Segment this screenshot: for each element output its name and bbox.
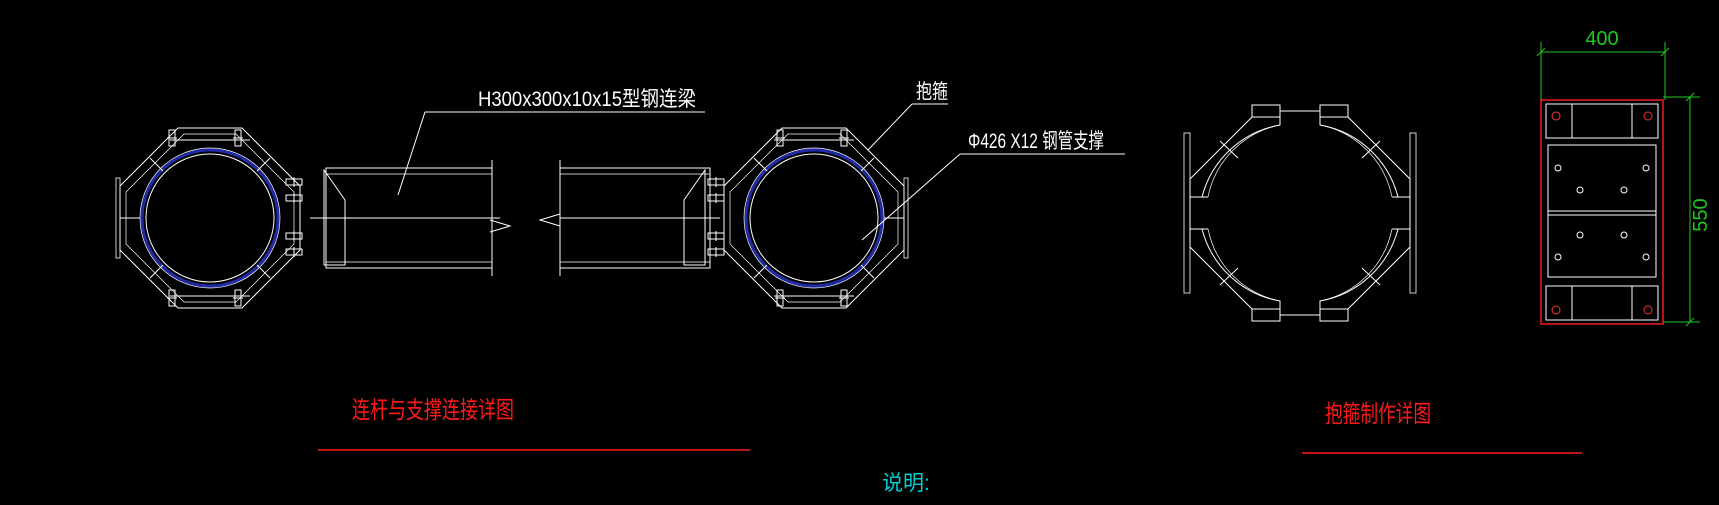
title-left: 连杆与支撑连接详图 xyxy=(352,397,514,424)
dimension-height-text: 550 xyxy=(1690,198,1712,231)
dimension-width-text: 400 xyxy=(1585,28,1618,50)
clamp-leader xyxy=(867,103,948,151)
h-beam-right xyxy=(538,160,720,276)
left-gusset xyxy=(310,168,500,266)
left-pipe-outer xyxy=(140,148,280,288)
beam-leader xyxy=(397,111,705,196)
clamp-fabrication-detail xyxy=(1183,104,1417,322)
pipe-leader xyxy=(861,153,1125,241)
dimension-height xyxy=(1663,92,1700,327)
beam-label: H300x300x10x15型钢连梁 xyxy=(478,88,696,111)
plate-elevation xyxy=(1540,99,1664,325)
notes-heading: 说明: xyxy=(882,472,930,495)
clamp-label: 抱箍 xyxy=(916,80,948,103)
left-clamp-section xyxy=(115,127,303,309)
middle-pipe-outer xyxy=(744,148,884,288)
middle-clamp-section xyxy=(707,127,909,309)
pipe-label: Φ426 X12 钢管支撑 xyxy=(968,130,1104,153)
dimension-width xyxy=(1536,42,1670,100)
right-gusset xyxy=(683,168,706,266)
h-beam-left xyxy=(325,160,512,276)
title-right: 抱箍制作详图 xyxy=(1325,401,1431,428)
